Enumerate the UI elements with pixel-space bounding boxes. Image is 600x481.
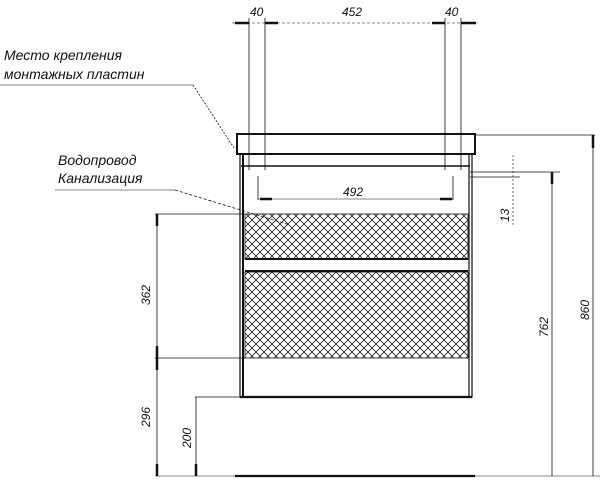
dim-860: 860	[578, 299, 592, 320]
dim-762: 762	[537, 316, 551, 337]
dim-top-right-40: 40	[445, 5, 459, 19]
plumbing-label-2: Канализация	[58, 170, 143, 186]
dim-200: 200	[180, 427, 194, 448]
dim-top-452: 452	[342, 5, 363, 19]
dim-296: 296	[139, 406, 153, 427]
dim-top-left-40: 40	[250, 5, 264, 19]
mounting-plates-label-1: Место крепления	[4, 47, 123, 63]
dim-13: 13	[498, 208, 512, 222]
dim-inner-492: 492	[343, 185, 364, 199]
plumbing-label-1: Водопровод	[58, 152, 137, 168]
dim-362: 362	[139, 284, 153, 305]
mounting-plates-label-2: монтажных пластин	[4, 66, 145, 82]
